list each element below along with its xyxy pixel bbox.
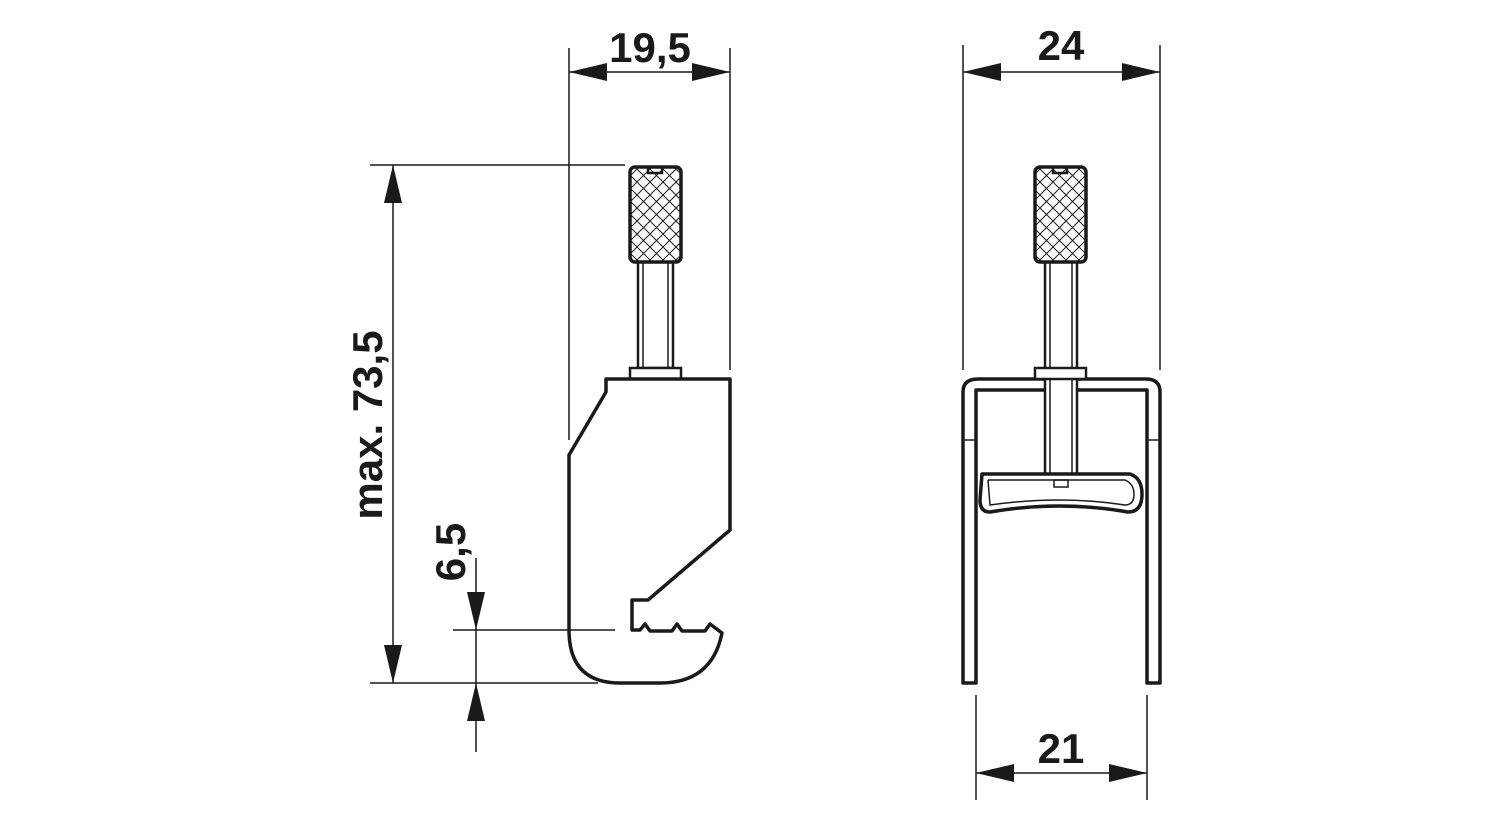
screw-side — [628, 165, 683, 381]
bracket — [961, 377, 1162, 685]
clamp-body-side — [567, 377, 732, 685]
dimension-front-inner-width: 21 — [975, 695, 1148, 800]
dimension-hook-offset: 6,5 — [427, 523, 615, 752]
dim-label-6-5: 6,5 — [427, 523, 474, 581]
dimension-max-height: max. 73,5 — [344, 164, 625, 684]
dim-label-max-73-5: max. 73,5 — [344, 330, 391, 519]
side-view — [567, 165, 732, 685]
dim-label-21: 21 — [1038, 725, 1085, 772]
screw-front — [1033, 165, 1088, 476]
dimension-front-outer-width: 24 — [962, 22, 1161, 370]
dim-label-19-5: 19,5 — [609, 24, 691, 71]
dim-label-24: 24 — [1038, 22, 1085, 69]
front-view — [961, 165, 1162, 685]
dimension-side-width: 19,5 — [568, 24, 731, 440]
